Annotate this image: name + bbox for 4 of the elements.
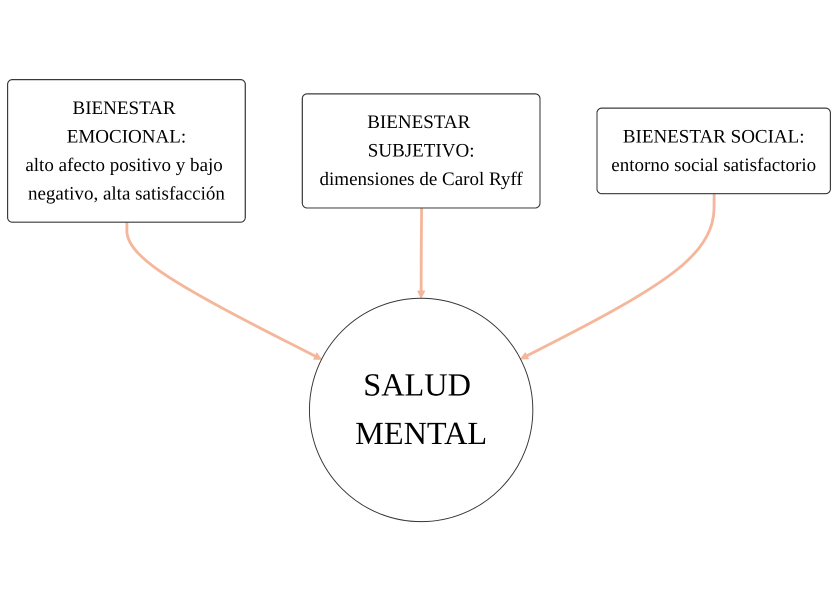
node-circle: SALUD MENTAL xyxy=(308,298,534,522)
arrow xyxy=(125,223,322,360)
arrow xyxy=(520,194,716,360)
arrow xyxy=(416,208,426,299)
